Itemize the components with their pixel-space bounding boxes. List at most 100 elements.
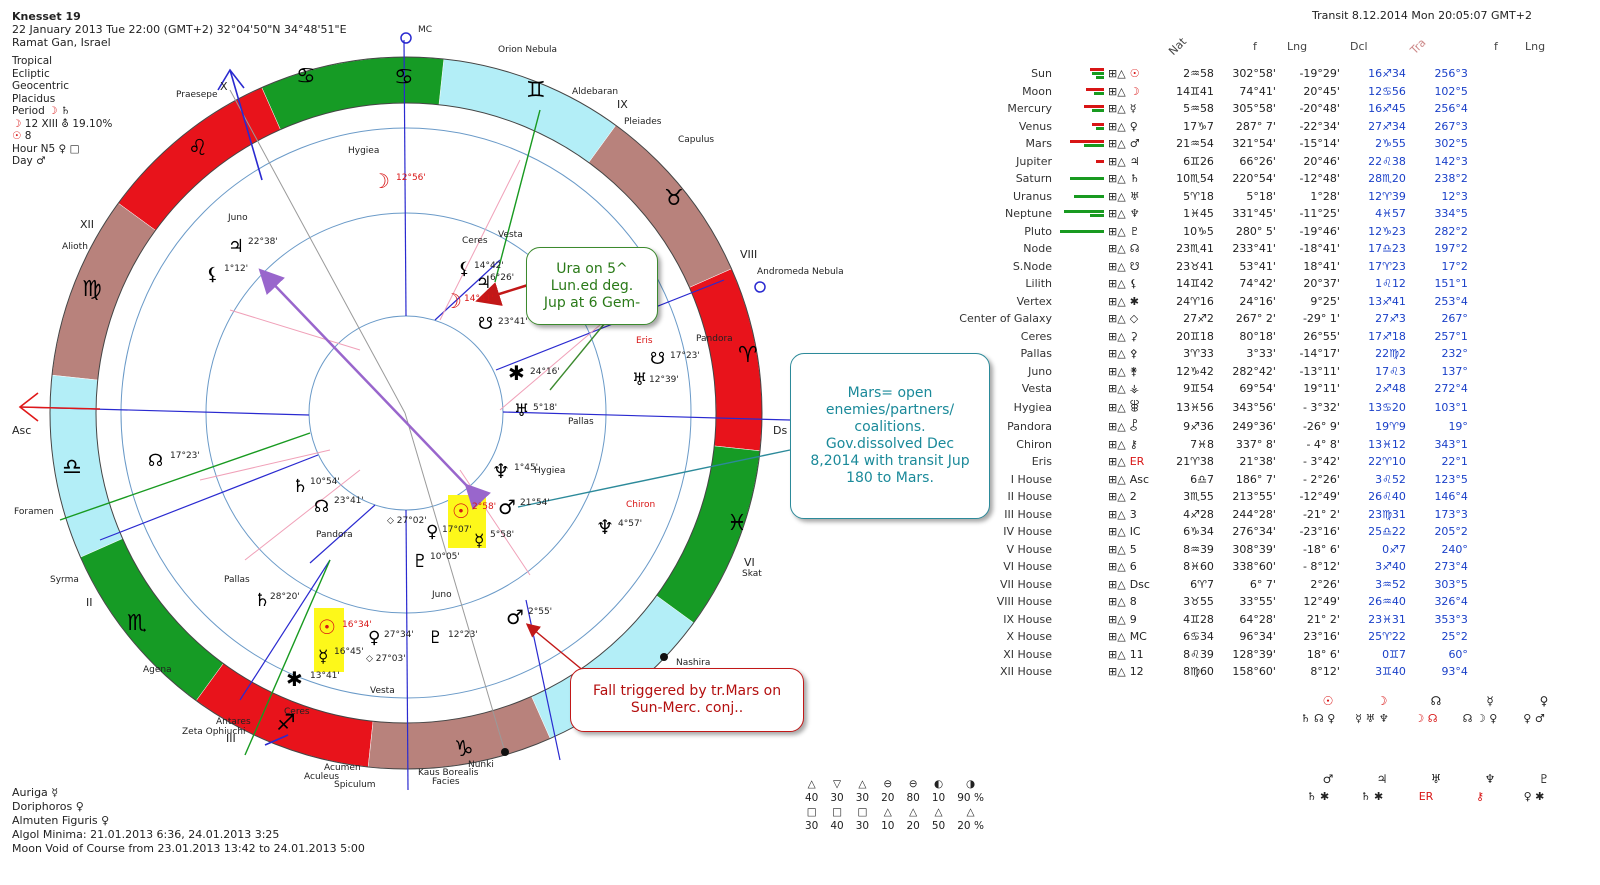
svg-text:2°55': 2°55': [528, 607, 552, 617]
zodiac-outline: [49, 56, 763, 770]
aspect-icons: ⊞△: [1108, 647, 1126, 661]
scorpio-icon: ♏: [127, 611, 147, 636]
dispositor-row: ♀ ♂: [1523, 712, 1545, 725]
zodiac-segment: [261, 56, 445, 130]
transit-position: 17♐18: [1368, 329, 1406, 343]
row-label: Vesta: [1021, 382, 1052, 396]
natal-longitude: 128°39': [1232, 647, 1276, 661]
sun-icon: ☉: [318, 615, 336, 639]
vertex-icon: ✱: [286, 667, 303, 691]
setting-coordinates: Ecliptic: [12, 67, 50, 80]
natal-position: 8♍60: [1183, 665, 1214, 679]
transit-longitude: 282°2: [1434, 224, 1468, 238]
triangle-icon: △: [966, 806, 975, 818]
mars-callout-pointer: [517, 449, 791, 508]
row-label: IV House: [1003, 525, 1052, 539]
row-label: Venus: [1018, 119, 1052, 133]
planet-glyph: ☋: [1129, 259, 1140, 273]
transit-position: 22♈10: [1368, 455, 1406, 469]
svg-text:14°42': 14°42': [474, 261, 504, 271]
transit-longitude: 25°2: [1441, 630, 1468, 644]
mc-marker: [400, 32, 412, 44]
cardinal-icon: ⊖: [883, 778, 893, 790]
chart-settings: Tropical Ecliptic Geocentric Placidus Pe…: [12, 55, 112, 168]
planet-glyph: 9: [1129, 612, 1137, 626]
planet-glyph: 12: [1129, 665, 1144, 679]
natal-position: 23♏41: [1176, 242, 1214, 256]
strength-bar: [1054, 663, 1106, 681]
transit-longitude: 146°4: [1434, 490, 1468, 504]
transit-position: 27♐3: [1375, 312, 1406, 326]
declination: -21° 2': [1302, 507, 1340, 521]
natal-longitude: 213°55': [1232, 490, 1276, 504]
row-label: Pandora: [1007, 419, 1052, 433]
transit-position: 26♌40: [1368, 490, 1406, 504]
natal-longitude: 64°28': [1239, 612, 1276, 626]
planet-glyph: ☽: [1129, 84, 1140, 98]
svg-text:24°16': 24°16': [530, 367, 560, 377]
aspect-icons: ⊞△: [1108, 137, 1126, 151]
house-numeral: III: [226, 732, 236, 745]
house-numeral: IX: [617, 98, 628, 111]
planet-glyph: ☉: [1129, 67, 1140, 81]
aspect-icons: ⊞△: [1108, 329, 1126, 343]
strength-bar: [1054, 488, 1106, 506]
legend-value: 30: [805, 820, 819, 832]
aspect-icons: ⊞△: [1108, 84, 1126, 98]
row-label: Center of Galaxy: [959, 312, 1052, 326]
transit-longitude: 19°: [1448, 419, 1468, 433]
jupiter-icon: ♃: [1376, 772, 1388, 786]
strength-bar: [1054, 576, 1106, 594]
planet-glyph: 2: [1129, 490, 1137, 504]
declination: - 3°42': [1302, 455, 1340, 469]
venus-icon: ♀: [1539, 694, 1549, 708]
strength-bar: [1054, 471, 1106, 489]
north-node-icon: ☊: [148, 451, 163, 471]
zodiac-segment: [51, 202, 156, 381]
transit-position: 1♌12: [1375, 277, 1406, 291]
star-label: Antares: [216, 717, 251, 727]
row-label: Juno: [1028, 364, 1052, 378]
hour-row: Hour N5 ♀ □: [12, 142, 80, 155]
transit-longitude: 17°2: [1441, 259, 1468, 273]
svg-text:◇ 27°03': ◇ 27°03': [366, 654, 406, 664]
transit-longitude: 232°: [1441, 347, 1468, 361]
vertex-icon: ✱: [508, 361, 525, 385]
legend-value: 30: [830, 792, 844, 804]
aries-icon: ♈: [738, 343, 758, 368]
star-label: Pleiades: [624, 117, 662, 127]
strength-bar: [1054, 523, 1106, 541]
aspect-icons: ⊞△: [1108, 560, 1126, 574]
natal-position: 6♈7: [1190, 577, 1214, 591]
north-node-icon: ☊: [314, 497, 329, 517]
transit-longitude: 142°3: [1434, 154, 1468, 168]
outer-house-circle: [120, 127, 692, 699]
asteroid-label: Juno: [431, 590, 452, 600]
gemini-icon: ♊: [526, 78, 546, 103]
transit-position: 23♍31: [1368, 507, 1406, 521]
row-label: X House: [1006, 630, 1052, 644]
strength-bar: [1054, 453, 1106, 471]
declination: 12°49': [1303, 595, 1340, 609]
natal-position: 27♐2: [1183, 312, 1214, 326]
natal-position: 7♓8: [1190, 437, 1214, 451]
sun-icon: ☉: [1322, 694, 1334, 708]
planet-glyph: ⚵: [1129, 364, 1138, 378]
venus-icon: ♀: [368, 628, 380, 648]
transit-longitude: 343°1: [1434, 437, 1468, 451]
star-label: Acumen: [324, 763, 361, 773]
svg-text:16°45': 16°45': [334, 647, 364, 657]
svg-text:6°26': 6°26': [490, 273, 514, 283]
planet-glyph: ✱: [1129, 294, 1139, 308]
declination: -18° 6': [1302, 542, 1340, 556]
strength-bar: [1054, 506, 1106, 524]
